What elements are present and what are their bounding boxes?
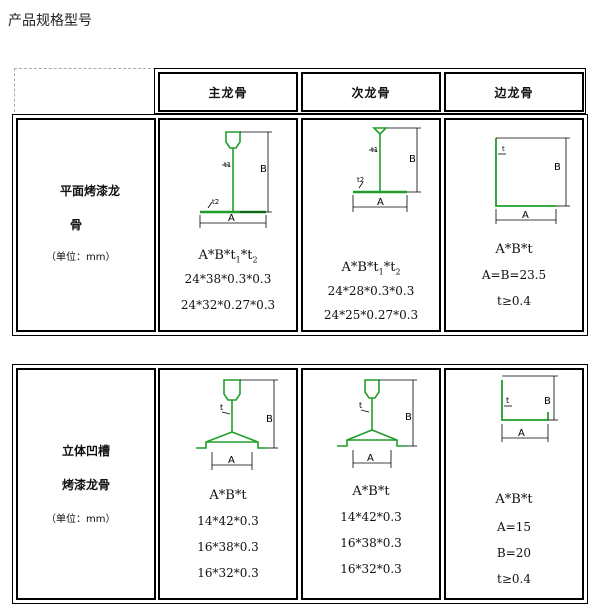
edge-keel-flat-drawing: B A t xyxy=(495,137,570,224)
spec-line: 24*32*0.27*0.3 xyxy=(180,298,276,312)
spec-line: t≥0.4 xyxy=(497,294,531,308)
spec-line: 16*38*0.3 xyxy=(340,536,402,550)
spec-line: t≥0.4 xyxy=(497,572,531,586)
dim-b: B xyxy=(266,414,273,425)
header-secondary-keel: 次龙骨 xyxy=(301,72,441,112)
row2-secondary-keel-cell: B A t A*B*t 14*42*0.3 16*38*0.3 16*32*0.… xyxy=(301,368,441,600)
dim-t: t xyxy=(359,401,362,410)
dim-a: A xyxy=(377,197,384,208)
dim-b: B xyxy=(409,154,416,165)
dim-t2: t2 xyxy=(357,176,364,184)
row1-label-line1: 平面烤漆龙 xyxy=(60,184,121,198)
formula: A*B*t xyxy=(209,488,247,503)
row2-edge-keel-cell: B A t A*B*t A=15 B=20 t≥0.4 xyxy=(444,368,584,600)
header-corner xyxy=(14,68,156,112)
secondary-keel-flat-drawing: B A t1 t2 xyxy=(352,127,421,212)
spec-line: A=15 xyxy=(497,520,531,534)
formula: A*B*t xyxy=(352,484,390,499)
spec-line: 14*42*0.3 xyxy=(197,514,259,528)
edge-keel-3d-drawing: B A t xyxy=(501,375,558,442)
spec-line: 24*28*0.3*0.3 xyxy=(327,284,415,298)
dim-a: A xyxy=(228,455,235,466)
main-keel-flat-drawing: B A t1 t2 xyxy=(199,131,272,228)
dim-a: A xyxy=(522,210,529,221)
row1-frame xyxy=(12,114,588,336)
spec-line: 24*25*0.27*0.3 xyxy=(323,308,419,322)
dim-b: B xyxy=(554,162,561,173)
row2-frame xyxy=(12,364,588,604)
header-main-keel: 主龙骨 xyxy=(158,72,298,112)
dim-a: A xyxy=(228,213,235,224)
row2-main-keel-cell: B A t A*B*t 14*42*0.3 16*38*0.3 16*32*0.… xyxy=(158,368,298,600)
dim-t1: t1 xyxy=(371,146,378,154)
main-keel-3d-drawing: B A t xyxy=(196,379,278,470)
row2-label-line2: 烤漆龙骨 xyxy=(62,478,111,492)
dim-t: t xyxy=(220,403,223,412)
row1-unit: （单位：mm） xyxy=(46,252,116,263)
row1-main-keel-cell: B A t1 t2 A*B*t1*t2 24*38*0.3*0.3 24*32*… xyxy=(158,118,298,332)
spec-line: 14*42*0.3 xyxy=(340,510,402,524)
dim-a: A xyxy=(367,453,374,464)
row2-label: 立体凹槽 烤漆龙骨 （单位：mm） xyxy=(16,368,156,600)
dim-t: t xyxy=(502,145,505,153)
formula: A*B*t1*t2 xyxy=(198,248,258,265)
page-title: 产品规格型号 xyxy=(8,13,92,29)
formula: A*B*t xyxy=(495,242,533,257)
row1-edge-keel-cell: B A t A*B*t A=B=23.5 t≥0.4 xyxy=(444,118,584,332)
dim-t2: t2 xyxy=(212,198,219,206)
row2-unit: （单位：mm） xyxy=(46,514,116,525)
row2-label-line1: 立体凹槽 xyxy=(62,444,111,458)
spec-line: A=B=23.5 xyxy=(481,268,547,282)
row1-label: 平面烤漆龙 骨 （单位：mm） xyxy=(16,118,156,332)
spec-line: 24*38*0.3*0.3 xyxy=(184,272,272,286)
row1-secondary-keel-cell: B A t1 t2 A*B*t1*t2 24*28*0.3*0.3 24*25*… xyxy=(301,118,441,332)
formula: A*B*t xyxy=(495,492,533,507)
row1-label-line2: 骨 xyxy=(70,218,83,232)
spec-line: 16*32*0.3 xyxy=(340,562,402,576)
dim-b: B xyxy=(260,164,267,175)
dim-b: B xyxy=(405,412,412,423)
spec-line: 16*32*0.3 xyxy=(197,566,259,580)
dim-t: t xyxy=(506,396,509,405)
dim-t1: t1 xyxy=(224,161,231,169)
dim-a: A xyxy=(518,428,525,439)
dim-b: B xyxy=(544,396,551,407)
spec-line: B=20 xyxy=(496,546,532,560)
header-edge-keel: 边龙骨 xyxy=(444,72,584,112)
header-frame xyxy=(154,68,586,114)
spec-line: 16*38*0.3 xyxy=(197,540,259,554)
secondary-keel-3d-drawing: B A t xyxy=(337,379,417,468)
formula: A*B*t1*t2 xyxy=(341,260,401,277)
